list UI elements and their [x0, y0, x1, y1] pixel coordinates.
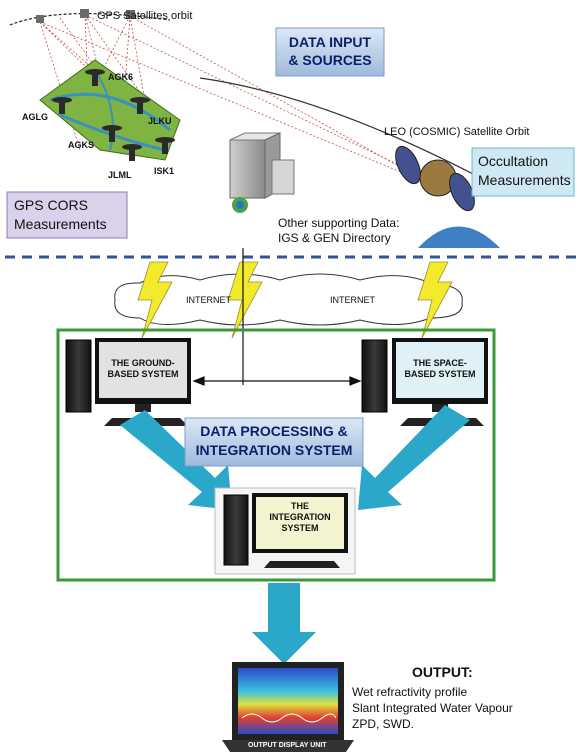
processing-title-line2: INTEGRATION SYSTEM: [195, 442, 353, 458]
internet-label-right: INTERNET: [330, 295, 375, 305]
ground-line2: BASED SYSTEM: [107, 369, 179, 379]
flow-arrow: [120, 405, 470, 510]
cors-network-map: [39, 59, 181, 161]
ground-line1: THE GROUND-: [111, 358, 175, 368]
integration-line2: INTEGRATION: [269, 512, 331, 522]
data-input-title: DATA INPUT & SOURCES: [276, 33, 384, 69]
station-label-jlku: JLKU: [148, 116, 172, 126]
space-line1: THE SPACE-: [413, 358, 467, 368]
integration-pc-icon: [214, 487, 356, 575]
internet-cloud: [114, 273, 463, 326]
server-icon: [229, 132, 295, 213]
occultation-profile-icon: [418, 226, 500, 248]
station-label-agk6: AGK6: [108, 72, 134, 82]
space-system-label: THE SPACE- BASED SYSTEM: [396, 358, 484, 380]
output-display-label: OUTPUT DISPLAY UNIT: [248, 742, 327, 749]
cors-label: GPS CORS Measurements: [14, 196, 107, 234]
gps-satellite-icon: [36, 9, 135, 23]
bidirectional-arrow: [192, 376, 362, 386]
support-line2: IGS & GEN Directory: [278, 231, 391, 245]
output-display-icon: [222, 662, 354, 752]
ground-pc-icon: [65, 338, 191, 426]
integration-line3: SYSTEM: [281, 523, 319, 533]
data-input-title-box: [275, 27, 385, 77]
output-items: Wet refractivity profile Slant Integrate…: [352, 684, 513, 732]
gps-orbit-arc: [9, 13, 171, 26]
output-title: OUTPUT:: [412, 664, 473, 680]
space-line2: BASED SYSTEM: [404, 369, 476, 379]
leo-orbit-arc: [199, 77, 476, 176]
processing-title: DATA PROCESSING & INTEGRATION SYSTEM: [185, 422, 363, 460]
output-arrow: [252, 583, 316, 664]
processing-title-box: [184, 417, 364, 467]
occultation-line1: Occultation: [478, 153, 549, 169]
station-label-jlml: JLML: [108, 170, 132, 180]
occultation-box: [471, 147, 575, 197]
leo-orbit-label: LEO (COSMIC) Satellite Orbit: [384, 126, 530, 138]
cors-line1: GPS CORS: [14, 197, 88, 213]
cors-box: [6, 191, 128, 239]
station-label-isk1: ISK1: [154, 166, 175, 176]
processing-frame: [56, 328, 496, 582]
station-label-agks: AGKS: [68, 140, 95, 150]
gps-orbit-label: GPS Satellites orbit: [97, 10, 193, 22]
integration-system-label: THE INTEGRATION SYSTEM: [256, 501, 344, 534]
output-line1: Wet refractivity profile: [352, 685, 468, 699]
occultation-label: Occultation Measurements: [478, 152, 571, 190]
ground-system-label: THE GROUND- BASED SYSTEM: [99, 358, 187, 380]
output-line2: Slant Integrated Water Vapour: [352, 701, 513, 715]
space-pc-icon: [361, 338, 488, 426]
output-line3: ZPD, SWD.: [352, 717, 414, 731]
cors-line2: Measurements: [14, 216, 107, 232]
station-label-aglg: AGLG: [22, 112, 48, 122]
integration-line1: THE: [291, 501, 309, 511]
support-data-label: Other supporting Data: IGS & GEN Directo…: [278, 216, 399, 246]
data-input-title-line2: & SOURCES: [288, 52, 372, 68]
lightning-icon: [137, 261, 453, 339]
internet-label-left: INTERNET: [186, 295, 231, 305]
support-line1: Other supporting Data:: [278, 216, 400, 230]
leo-satellite-icon: [395, 145, 475, 212]
occultation-line2: Measurements: [478, 172, 571, 188]
processing-title-line1: DATA PROCESSING &: [200, 423, 348, 439]
data-input-title-line1: DATA INPUT: [288, 34, 372, 50]
